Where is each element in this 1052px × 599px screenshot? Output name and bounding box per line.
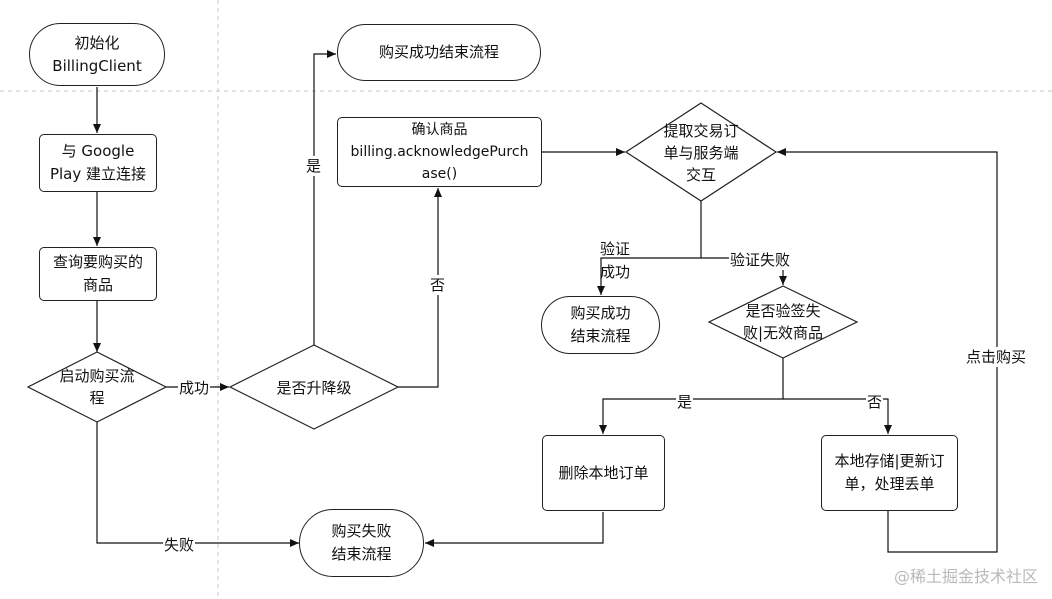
upgrade-diamond-label: 是否升降级 xyxy=(276,379,352,397)
edge-label-check-no: 否 xyxy=(866,392,884,412)
fail-end-node: 购买失败 结束流程 xyxy=(299,509,424,577)
edge-label-verify-fail: 验证失败 xyxy=(729,250,792,270)
success-end-node: 购买成功 结束流程 xyxy=(541,296,660,354)
edge-label-launch-fail: 失败 xyxy=(163,535,196,555)
edge-label-click-buy: 点击购买 xyxy=(965,347,1028,367)
connectors xyxy=(93,50,998,553)
acknowledge-node: 确认商品 billing.acknowledgePurch ase() xyxy=(337,117,542,187)
launch-diamond-label: 启动购买流 程 xyxy=(59,367,135,407)
store-local-order-node: 本地存储|更新订 单，处理丢单 xyxy=(821,435,958,511)
edge-label-verify-success: 验证 成功 xyxy=(600,240,631,281)
query-node: 查询要购买的 商品 xyxy=(39,247,157,301)
edge-label-upgrade-yes: 是 xyxy=(305,156,323,176)
init-node: 初始化 BillingClient xyxy=(29,23,165,86)
edge-label-launch-success: 成功 xyxy=(178,378,211,398)
extract-diamond-label: 提取交易订 单与服务端 交互 xyxy=(663,122,739,184)
watermark: @稀土掘金技术社区 xyxy=(893,567,1038,586)
edge-label-upgrade-no: 否 xyxy=(429,275,447,295)
success-end-top-node: 购买成功结束流程 xyxy=(337,24,541,81)
upgrade-diamond xyxy=(228,344,400,430)
connect-node: 与 Google Play 建立连接 xyxy=(39,134,157,192)
verify-check-diamond-label: 是否验签失 败|无效商品 xyxy=(742,302,824,342)
edge-label-check-yes: 是 xyxy=(676,392,694,412)
delete-local-order-node: 删除本地订单 xyxy=(542,435,665,511)
